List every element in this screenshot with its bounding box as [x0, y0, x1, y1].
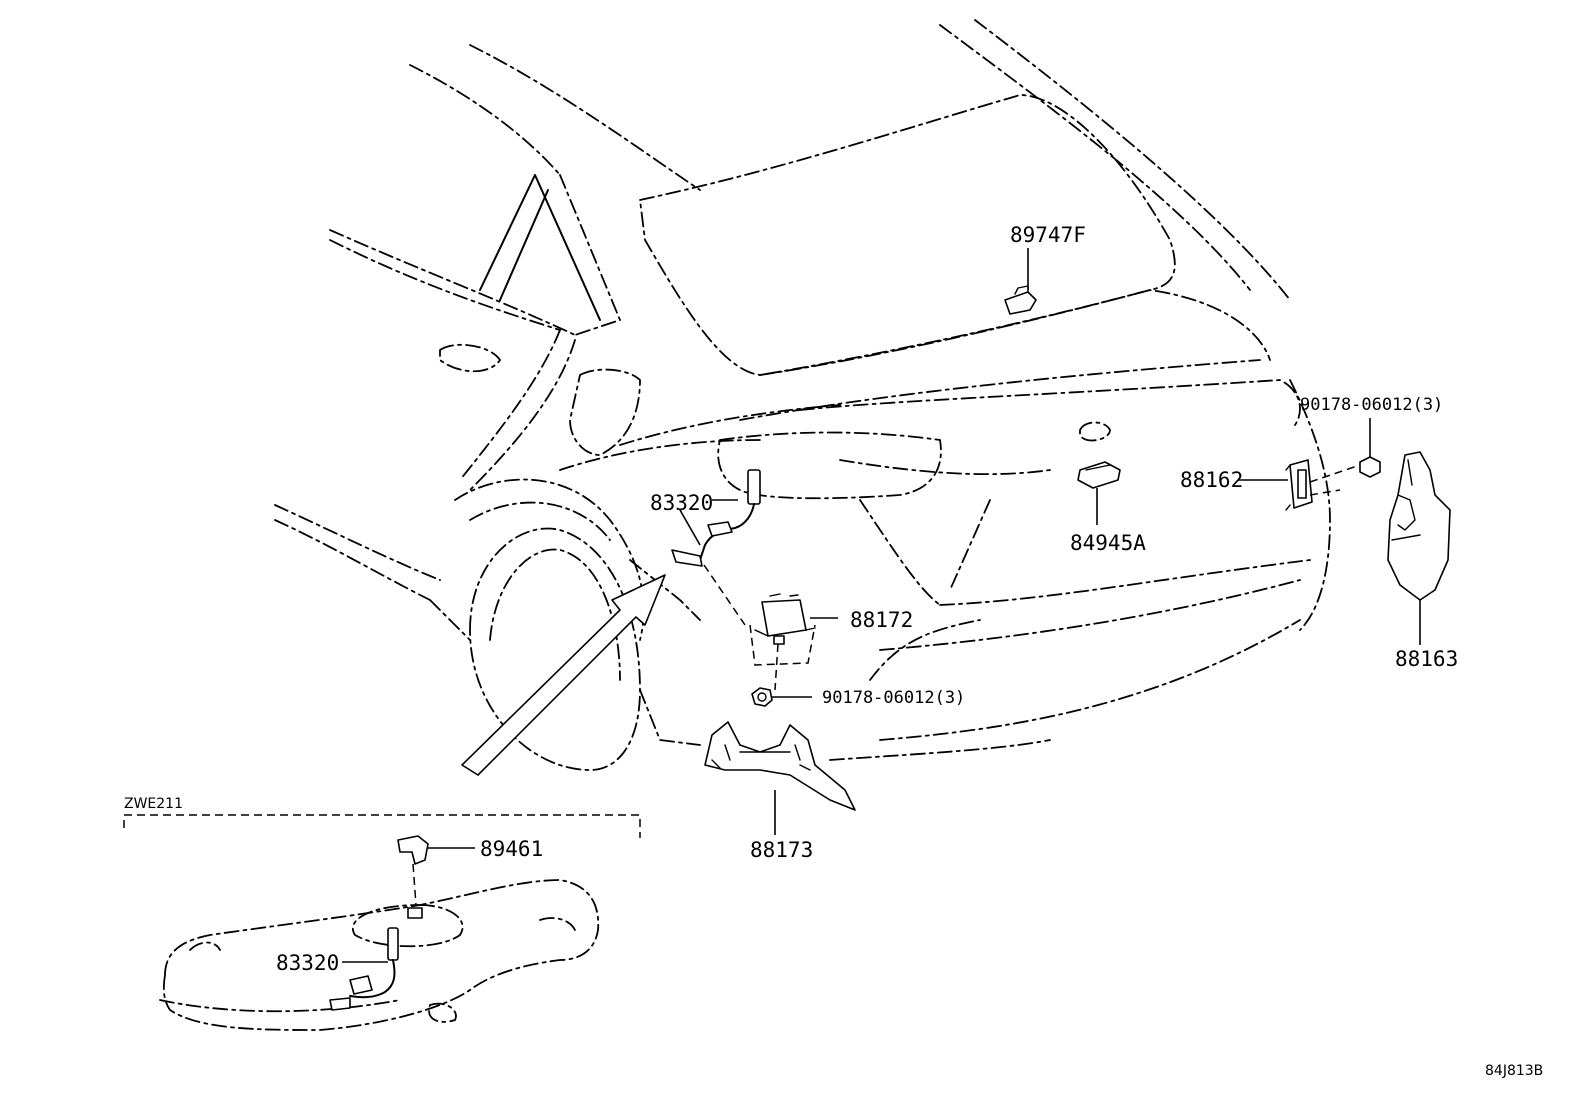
label-83320-main: 83320 [650, 491, 713, 515]
inset-zwe211 [123, 814, 641, 1031]
vehicle-outline [274, 19, 1331, 771]
label-88173: 88173 [750, 838, 813, 862]
label-83320-inset: 83320 [276, 951, 339, 975]
part-88173 [704, 721, 856, 835]
part-90178-upper [1359, 418, 1381, 478]
part-89461 [397, 835, 475, 919]
part-84945A [1077, 461, 1121, 525]
label-88172: 88172 [850, 608, 913, 632]
label-84945A: 84945A [1070, 531, 1146, 555]
view-arrow [461, 574, 666, 776]
part-88163 [1387, 451, 1451, 645]
figure-code: 84J813B [1485, 1063, 1543, 1079]
label-88162: 88162 [1180, 468, 1243, 492]
part-88162 [1238, 459, 1361, 511]
part-labels: 89747F 83320 88172 90178-06012(3) 88173 … [124, 223, 1543, 1079]
inset-label: ZWE211 [124, 796, 183, 812]
part-83320-inset [329, 927, 399, 1011]
label-88163: 88163 [1395, 647, 1458, 671]
label-89747F: 89747F [1010, 223, 1086, 247]
label-89461: 89461 [480, 837, 543, 861]
part-90178-lower [751, 687, 812, 707]
part-89747F [1004, 248, 1037, 315]
label-90178-upper: 90178-06012(3) [1300, 395, 1443, 415]
part-88172 [749, 593, 838, 691]
part-83320-main [671, 469, 761, 626]
label-90178-lower: 90178-06012(3) [822, 688, 965, 708]
